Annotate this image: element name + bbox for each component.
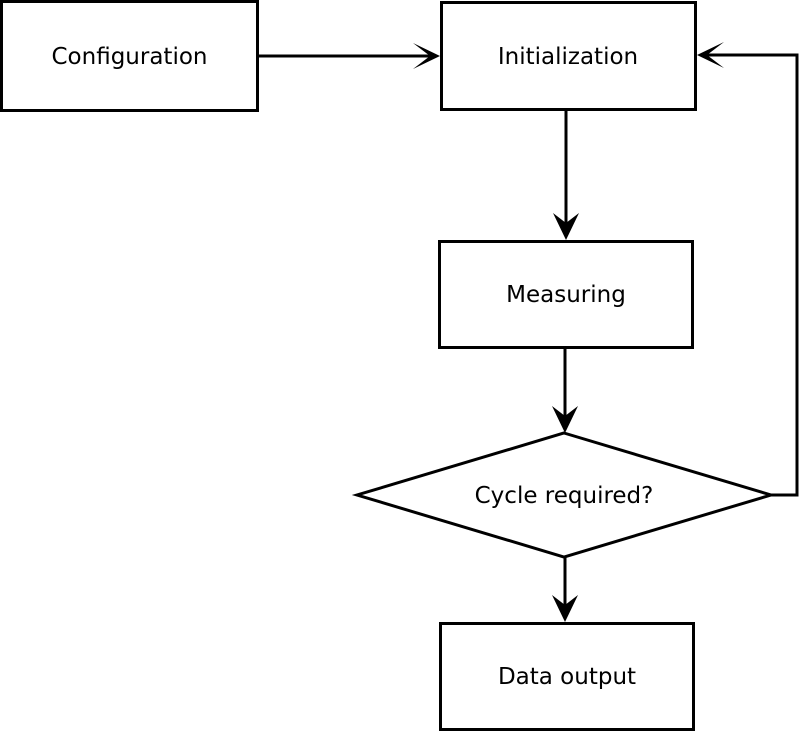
configuration-box xyxy=(0,0,259,112)
node-measuring: Measuring xyxy=(438,240,694,349)
arrowhead-down-icon xyxy=(553,213,579,240)
node-configuration: Configuration xyxy=(0,0,259,112)
measuring-box xyxy=(438,240,694,349)
edge-line xyxy=(706,53,799,497)
node-data-output: Data output xyxy=(439,622,695,731)
edge-initialization-to-measuring xyxy=(553,110,579,240)
data-output-box xyxy=(439,622,695,731)
configuration-label: Configuration xyxy=(52,44,208,70)
arrowhead-left-icon xyxy=(697,42,724,68)
edge-measuring-to-decision xyxy=(552,348,578,433)
edge-decision-to-initialization-feedback xyxy=(697,42,799,497)
arrowhead-down-icon xyxy=(552,406,578,433)
edge-decision-to-data-output xyxy=(552,556,578,622)
arrowhead-right-icon xyxy=(413,43,440,69)
measuring-label: Measuring xyxy=(506,282,626,308)
edge-configuration-to-initialization xyxy=(257,43,440,69)
cycle-required-label: Cycle required? xyxy=(475,483,654,509)
initialization-label: Initialization xyxy=(498,44,638,70)
data-output-label: Data output xyxy=(498,664,636,690)
node-initialization: Initialization xyxy=(440,1,697,111)
arrowhead-down-icon xyxy=(552,595,578,622)
node-cycle-required-decision: Cycle required? xyxy=(351,431,777,559)
decision-diamond xyxy=(351,431,777,559)
initialization-box xyxy=(440,1,697,111)
